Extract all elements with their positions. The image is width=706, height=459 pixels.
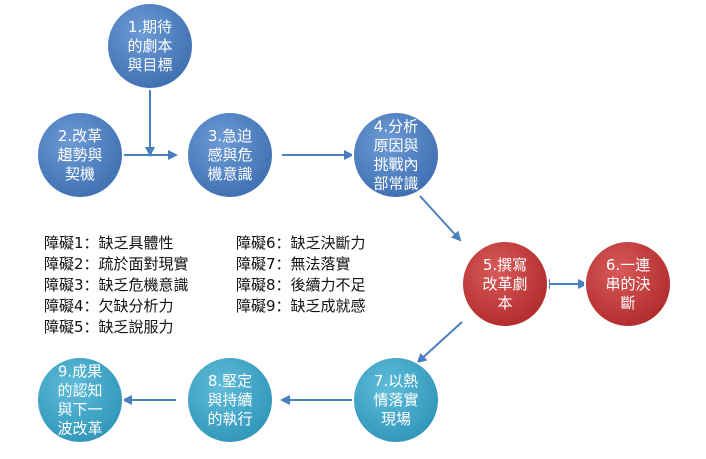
node-label-line: 5.撰寫 [483, 256, 527, 274]
node-circle [461, 240, 549, 328]
obstacle-list: 障礙1：缺乏具體性 障礙2：疏於面對現實 障礙3：缺乏危機意識 障礙4：欠缺分析… [44, 233, 426, 338]
node-label-line: 部常識 [373, 175, 418, 193]
node-label-line: 9.成果 [58, 363, 102, 381]
node-label-line: 串的決 [605, 275, 650, 293]
node-label-line: 情落實 [373, 391, 418, 409]
node-circle [584, 240, 672, 328]
node-label-line: 的劇本 [127, 37, 172, 55]
node-label-line: 原因與 [373, 137, 418, 155]
node-label-line: 本 [497, 294, 512, 312]
node-label-line: 現場 [381, 410, 411, 428]
obstacle-column-left: 障礙1：缺乏具體性 障礙2：疏於面對現實 障礙3：缺乏危機意識 障礙4：欠缺分析… [44, 233, 234, 338]
node-label-line: 4.分析 [374, 118, 418, 136]
node-label-line: 2.改革 [58, 127, 102, 145]
node-circle [186, 356, 274, 444]
node-circle [186, 111, 274, 199]
arrow-n5-n7 [416, 321, 463, 364]
obstacle-item: 障礙2：疏於面對現實 [44, 255, 189, 273]
node-circle [36, 356, 124, 444]
obstacle-item: 障礙6：缺乏決斷力 [236, 234, 366, 252]
node-label-line: 8.堅定 [208, 372, 252, 390]
node-label-line: 趨勢與 [57, 146, 102, 164]
node-label-line: 改革劇 [482, 275, 527, 293]
node-label-line: 機意識 [207, 165, 252, 183]
node-label-line: 的認知 [57, 382, 102, 400]
obstacle-item: 障礙8：後續力不足 [236, 276, 366, 294]
obstacle-item: 障礙9：缺乏成就感 [236, 297, 366, 315]
node-label-line: 7.以熱 [374, 372, 418, 390]
node-circle [106, 2, 194, 90]
obstacle-item: 障礙3：缺乏危機意識 [44, 276, 189, 294]
node-label-line: 契機 [65, 165, 95, 183]
obstacle-item: 障礙7：無法落實 [236, 255, 351, 273]
node-circle [352, 111, 440, 199]
node-label-line: 挑戰內 [373, 156, 418, 174]
node-label-line: 斷 [620, 294, 635, 312]
obstacle-item: 障礙4：欠缺分析力 [44, 297, 174, 315]
node-label-line: 與下一 [57, 401, 102, 419]
node-circle [352, 356, 440, 444]
node-label-line: 與目標 [127, 56, 172, 74]
connectors [122, 88, 588, 405]
node-label-line: 波改革 [57, 420, 102, 438]
obstacle-item: 障礙1：缺乏具體性 [44, 234, 174, 252]
node-label-line: 1.期待 [128, 18, 172, 36]
node-label-line: 感與危 [207, 146, 252, 164]
obstacle-item: 障礙5：缺乏說服力 [44, 318, 174, 336]
node-label-line: 的執行 [207, 410, 252, 428]
obstacle-column-right: 障礙6：缺乏決斷力 障礙7：無法落實 障礙8：後續力不足 障礙9：缺乏成就感 [236, 233, 426, 338]
node-label-line: 3.急迫 [208, 127, 252, 145]
arrow-n4-n5 [419, 195, 462, 242]
node-label-line: 6.一連 [606, 256, 650, 274]
node-label-line: 與持續 [207, 391, 252, 409]
node-circle [36, 111, 124, 199]
